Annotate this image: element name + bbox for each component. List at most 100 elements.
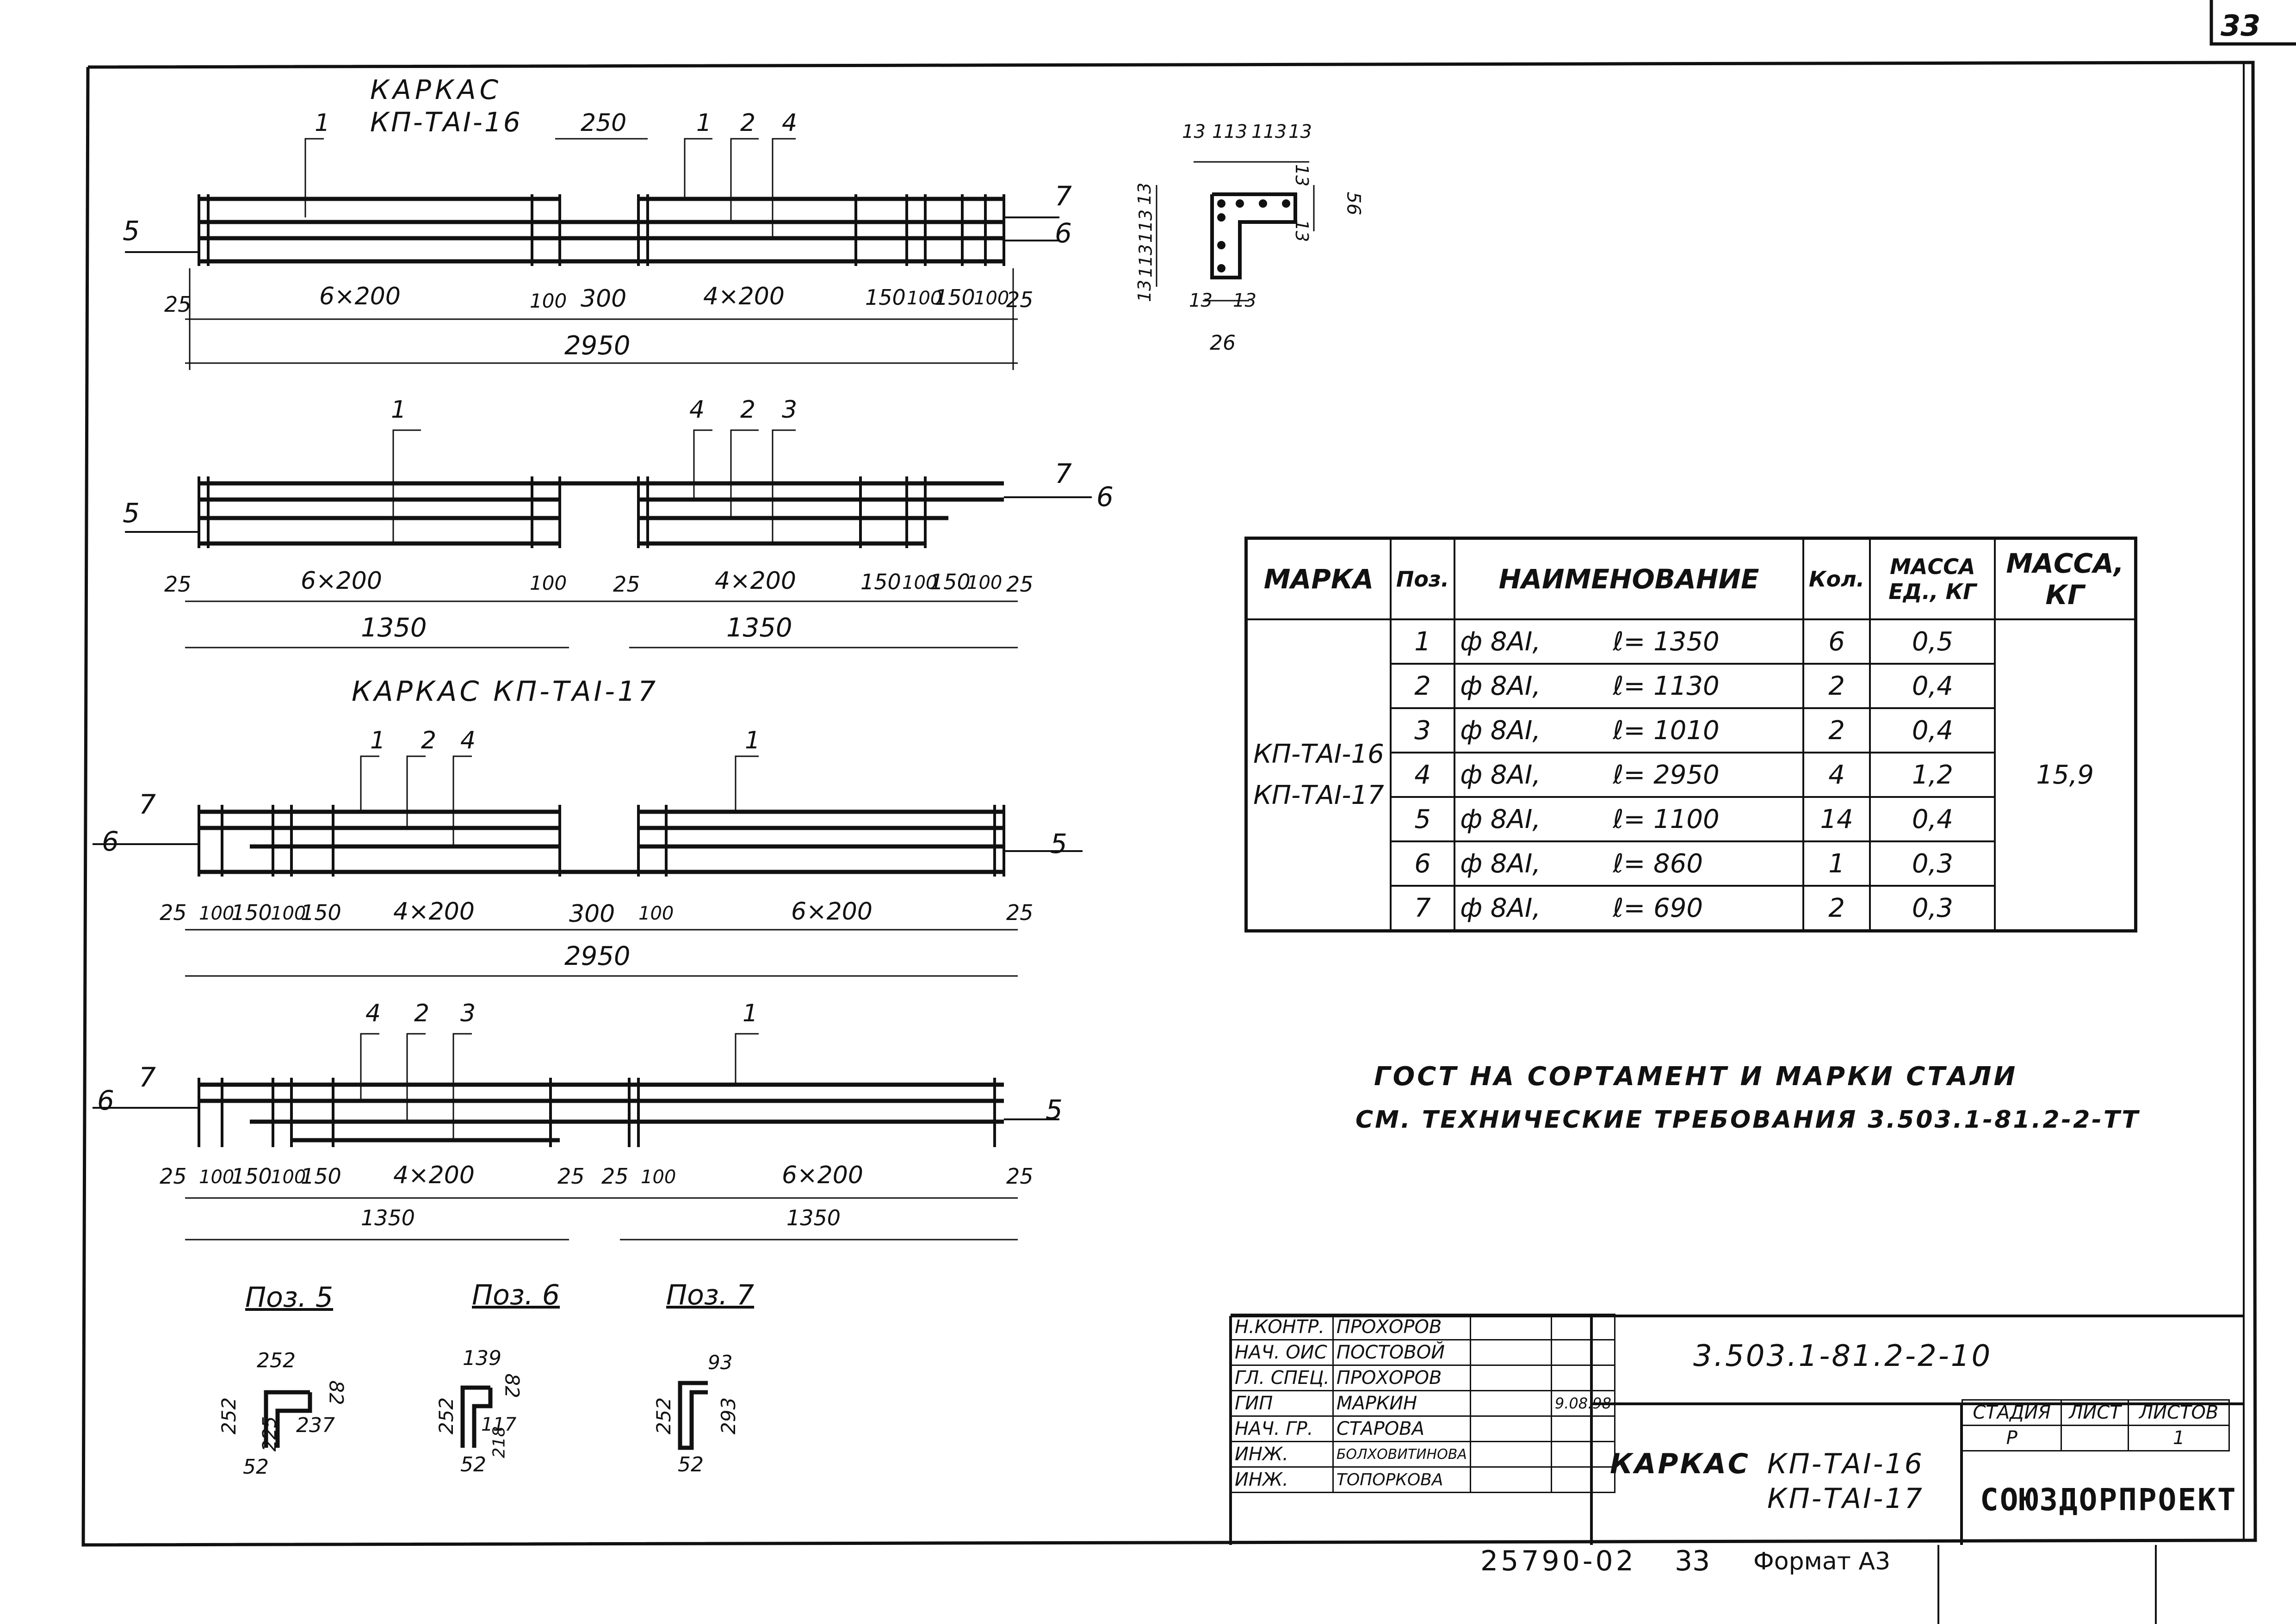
section-dim: 13: [1292, 164, 1312, 187]
dim-label: 25: [160, 900, 187, 925]
bar-name: ф 8АI,: [1460, 804, 1541, 834]
bar-length: ℓ= 2950: [1613, 760, 1720, 790]
header-total-mass: МАССА, КГ: [1994, 537, 2137, 620]
dim-label: 4×200: [393, 1161, 475, 1189]
role-cell: ИНЖ.: [1231, 1466, 1334, 1493]
role-cell: ИНЖ.: [1231, 1441, 1334, 1468]
dim-label: 100: [530, 290, 567, 312]
dim-label: 150: [860, 569, 901, 594]
pos-cell: 6: [1389, 840, 1456, 887]
section-dim: 13: [1288, 121, 1312, 142]
bar-length: ℓ= 1130: [1613, 671, 1720, 701]
bend-dim: 252: [435, 1397, 458, 1435]
table-row: 2 ф 8АI,ℓ= 1130 2 0,4: [1246, 663, 2136, 709]
total-dim-label: 2950: [564, 941, 631, 971]
bar-name: ф 8АI,: [1460, 626, 1541, 657]
signature-cell: [1469, 1441, 1552, 1468]
dim-label: 100: [638, 903, 674, 924]
position-label: 6: [1055, 217, 1072, 249]
position-label: 4: [460, 727, 476, 754]
sheet-value: [2061, 1425, 2129, 1451]
position-label: 3: [782, 396, 798, 424]
name-cell: БОЛХОВИТИНОВА: [1332, 1441, 1471, 1468]
table-row: 4 ф 8АI,ℓ= 2950 4 1,2: [1246, 752, 2136, 798]
date-cell: [1550, 1314, 1615, 1340]
dim-label: 100: [641, 1167, 676, 1188]
section-dim: 13: [1292, 219, 1312, 242]
bend-dim: 218: [489, 1426, 509, 1458]
signature-row: ИНЖ.ТОПОРКОВА: [1231, 1466, 1615, 1493]
signature-cell: [1469, 1339, 1552, 1366]
frame-1-drawing: [125, 138, 1059, 370]
section-dim: 113: [1251, 121, 1287, 142]
dim-label: 6×200: [301, 567, 382, 595]
dim-label: 100: [199, 1167, 235, 1188]
frame-4-drawing: [93, 1033, 1059, 1241]
position-label: 2: [740, 109, 756, 137]
dim-label: 100: [967, 572, 1003, 593]
pos-cell: 2: [1389, 663, 1456, 709]
dim-label: 4×200: [715, 567, 796, 595]
signature-row: НАЧ. ГР.СТАРОВА: [1231, 1415, 1615, 1442]
section-dim: 113: [1135, 244, 1156, 278]
position-label: 5: [123, 215, 140, 247]
specification-table: МАРКА Поз. НАИМЕНОВАНИЕ Кол. МАССА ЕД., …: [1244, 537, 2137, 932]
bar-length: ℓ= 1100: [1613, 804, 1720, 834]
bend-dim: 52: [243, 1455, 269, 1479]
dim-label: 100: [974, 288, 1009, 309]
title-mark-1: КП-ТАI-16: [1767, 1448, 1924, 1480]
dim-label: 150: [231, 1164, 272, 1189]
stage-table: СТАДИЯ ЛИСТ ЛИСТОВ Р 1: [1961, 1399, 2230, 1451]
total-dim-label: 1350: [361, 613, 427, 643]
dim-label: 6×200: [791, 898, 873, 926]
signature-cell: [1469, 1390, 1552, 1417]
pos-cell: 5: [1389, 796, 1456, 842]
position-label: 1: [370, 727, 386, 754]
bend-dim: 93: [708, 1351, 733, 1374]
bend-dim: 252: [217, 1397, 241, 1435]
pos-cell: 1: [1389, 618, 1456, 665]
position-label: 2: [414, 1000, 430, 1027]
position-label: 1: [696, 109, 712, 137]
table-row: 5 ф 8АI,ℓ= 1100 14 0,4: [1246, 796, 2136, 842]
section-dim: 26: [1210, 331, 1236, 355]
dim-label: 100: [271, 903, 306, 924]
name-cell: ф 8АI,ℓ= 2950: [1454, 752, 1804, 798]
bend-title: Поз. 6: [472, 1279, 560, 1311]
name-cell: ПРОХОРОВ: [1332, 1365, 1471, 1391]
unit-mass-cell: 0,4: [1869, 796, 1996, 842]
position-label: 4: [365, 1000, 381, 1027]
frame-17-title: КАРКАС КП-ТАI-17: [352, 675, 659, 708]
role-cell: Н.КОНТР.: [1231, 1314, 1334, 1340]
header-pos: Поз.: [1389, 537, 1456, 620]
position-label: 1: [391, 396, 407, 424]
role-cell: ГЛ. СПЕЦ.: [1231, 1365, 1334, 1391]
unit-mass-cell: 0,4: [1869, 663, 1996, 709]
bar-name: ф 8АI,: [1460, 715, 1541, 746]
pos-cell: 7: [1389, 885, 1456, 932]
dim-label: 4×200: [703, 283, 785, 310]
name-cell: ПОСТОВОЙ: [1332, 1339, 1471, 1366]
position-label: 2: [740, 396, 756, 424]
name-cell: ф 8АI,ℓ= 1350: [1454, 618, 1804, 665]
dim-label: 300: [569, 900, 615, 928]
bar-length: ℓ= 690: [1613, 893, 1703, 923]
page-number: 33: [2221, 9, 2261, 43]
mark-1: КП-ТАI-16: [1253, 739, 1384, 769]
position-label: 6: [97, 1085, 114, 1116]
header-name: НАИМЕНОВАНИЕ: [1454, 537, 1804, 620]
position-label: 2: [421, 727, 437, 754]
qty-cell: 2: [1802, 663, 1871, 709]
bar-length: ℓ= 1010: [1613, 715, 1720, 746]
stage-value: Р: [1961, 1425, 2062, 1451]
organization: СОЮЗДОРПРОЕКТ: [1980, 1482, 2237, 1518]
position-label: 7: [1055, 458, 1072, 489]
section-dim: 13: [1189, 290, 1213, 311]
frame-3-drawing: [93, 755, 1083, 977]
name-cell: МАРКИН: [1332, 1390, 1471, 1417]
dim-label: 6×200: [782, 1161, 863, 1189]
dim-label: 100: [907, 288, 942, 309]
position-label: 1: [745, 727, 761, 754]
